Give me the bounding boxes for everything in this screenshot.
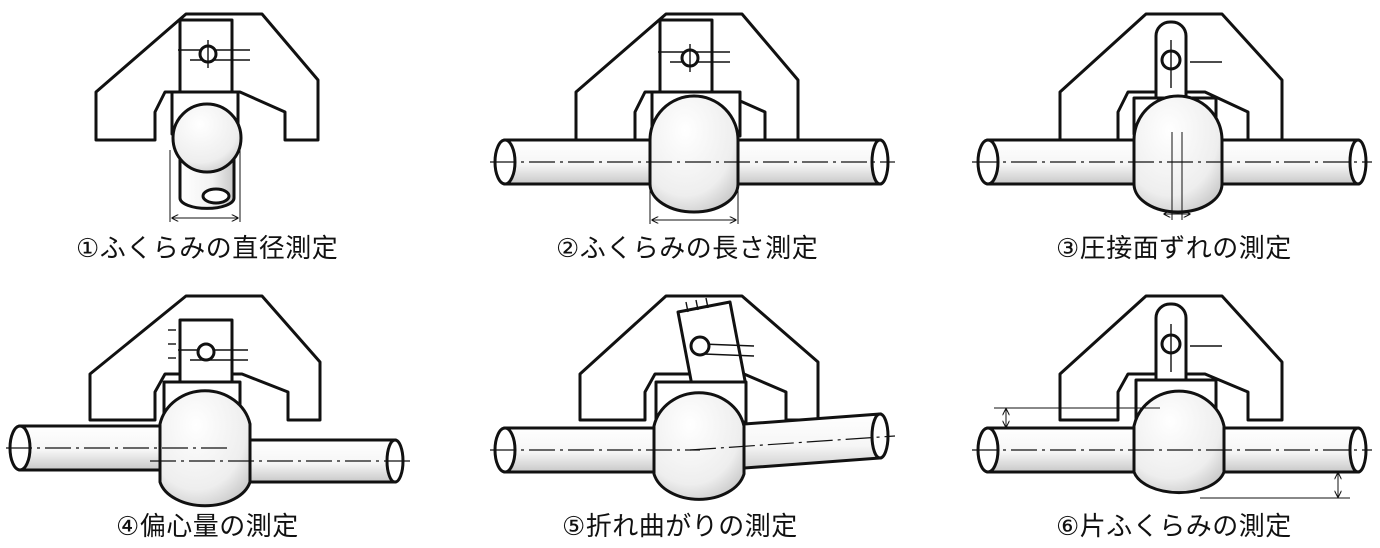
panel-3-diagram	[972, 12, 1372, 220]
panel-4-diagram	[6, 294, 410, 508]
lock-knob	[196, 342, 216, 362]
caption-joint-offset: ③圧接面ずれの測定	[1056, 234, 1292, 264]
bulge	[171, 102, 243, 174]
panel-1-diagram	[94, 12, 320, 222]
bulge	[652, 391, 746, 501]
panel-6-diagram	[972, 294, 1372, 499]
panel-2-diagram	[490, 12, 895, 224]
bulge	[1132, 389, 1226, 495]
caption-one-sided-bulge: ⑥片ふくらみの測定	[1056, 512, 1292, 542]
caption-eccentricity: ④偏心量の測定	[116, 512, 299, 542]
caption-bulge-length: ②ふくらみの長さ測定	[556, 234, 819, 264]
lock-knob	[689, 335, 711, 357]
caption-bending: ⑤折れ曲がりの測定	[562, 512, 798, 542]
bulge	[1132, 94, 1224, 214]
bulge	[648, 94, 740, 214]
panel-5-diagram	[490, 294, 896, 501]
caption-bulge-diameter: ①ふくらみの直径測定	[76, 234, 339, 264]
